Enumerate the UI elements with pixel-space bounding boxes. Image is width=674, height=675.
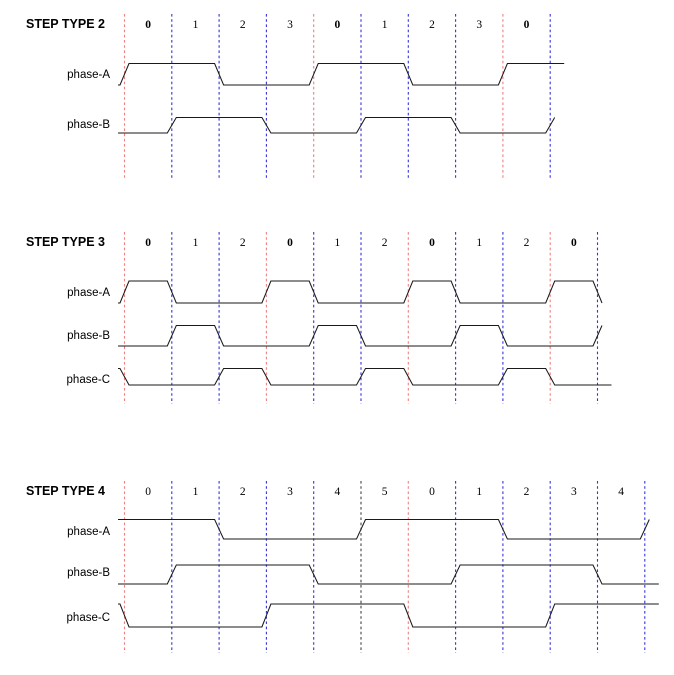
signal-label-step-type-4-phase-B: phase-B xyxy=(67,567,110,579)
step-number-step-type-4-8: 2 xyxy=(524,486,530,498)
waveform-step-type-3-phase-C xyxy=(118,367,612,386)
step-number-step-type-3-8: 2 xyxy=(524,237,530,249)
step-number-step-type-4-9: 3 xyxy=(571,486,577,498)
step-number-step-type-2-0: 0 xyxy=(145,19,151,31)
waveform-step-type-2-phase-A xyxy=(118,62,565,86)
step-number-step-type-3-7: 1 xyxy=(476,237,482,249)
timing-block-step-type-4: STEP TYPE 4 0 1 2 3 4 5 0 1 2 3 4 phase-A phase-B phas… xyxy=(26,481,659,653)
signal-label-step-type-2-phase-A: phase-A xyxy=(67,69,110,81)
step-number-step-type-3-4: 1 xyxy=(334,237,340,249)
step-number-step-type-3-0: 0 xyxy=(145,237,151,249)
step-number-step-type-2-7: 3 xyxy=(476,19,482,31)
step-number-step-type-3-2: 2 xyxy=(240,237,246,249)
block-title-step-type-2: STEP TYPE 2 xyxy=(26,17,105,31)
step-number-step-type-3-9: 0 xyxy=(571,237,577,249)
step-number-step-type-4-6: 0 xyxy=(429,486,435,498)
step-number-step-type-4-2: 2 xyxy=(240,486,246,498)
step-number-step-type-2-3: 3 xyxy=(287,19,293,31)
step-number-step-type-3-6: 0 xyxy=(429,237,435,249)
step-number-step-type-2-8: 0 xyxy=(524,19,530,31)
signal-label-step-type-2-phase-B: phase-B xyxy=(67,119,110,131)
step-number-step-type-2-5: 1 xyxy=(382,19,388,31)
step-number-step-type-2-6: 2 xyxy=(429,19,435,31)
step-number-step-type-4-1: 1 xyxy=(193,486,199,498)
signal-label-step-type-3-phase-A: phase-A xyxy=(67,287,110,299)
step-number-step-type-2-2: 2 xyxy=(240,19,246,31)
waveform-step-type-3-phase-B xyxy=(118,324,603,347)
waveform-step-type-4-phase-B xyxy=(118,564,659,585)
timing-block-step-type-3: STEP TYPE 3 0 1 2 0 1 2 0 1 2 0 phase-A phase-B phase… xyxy=(26,232,612,404)
step-number-step-type-3-1: 1 xyxy=(193,237,199,249)
signal-label-step-type-3-phase-C: phase-C xyxy=(67,374,110,386)
waveform-step-type-3-phase-A xyxy=(118,280,603,304)
step-number-step-type-2-4: 0 xyxy=(334,19,340,31)
step-number-step-type-4-5: 5 xyxy=(382,486,388,498)
step-number-step-type-4-0: 0 xyxy=(145,486,151,498)
signal-label-step-type-3-phase-B: phase-B xyxy=(67,330,110,342)
block-title-step-type-3: STEP TYPE 3 xyxy=(26,235,105,249)
waveform-step-type-2-phase-B xyxy=(118,116,556,134)
signal-label-step-type-4-phase-C: phase-C xyxy=(67,612,110,624)
step-number-step-type-3-5: 2 xyxy=(382,237,388,249)
step-number-step-type-4-7: 1 xyxy=(476,486,482,498)
step-number-step-type-4-4: 4 xyxy=(334,486,340,498)
timing-block-step-type-2: STEP TYPE 2 0 1 2 3 0 1 2 3 0 phase-A phase-B xyxy=(26,14,565,178)
block-title-step-type-4: STEP TYPE 4 xyxy=(26,484,105,498)
waveform-step-type-4-phase-C xyxy=(118,603,659,628)
step-number-step-type-2-1: 1 xyxy=(193,19,199,31)
step-number-step-type-4-3: 3 xyxy=(287,486,293,498)
waveform-step-type-4-phase-A xyxy=(118,518,650,540)
step-number-step-type-4-10: 4 xyxy=(618,486,624,498)
step-number-step-type-3-3: 0 xyxy=(287,237,293,249)
signal-label-step-type-4-phase-A: phase-A xyxy=(67,526,110,538)
